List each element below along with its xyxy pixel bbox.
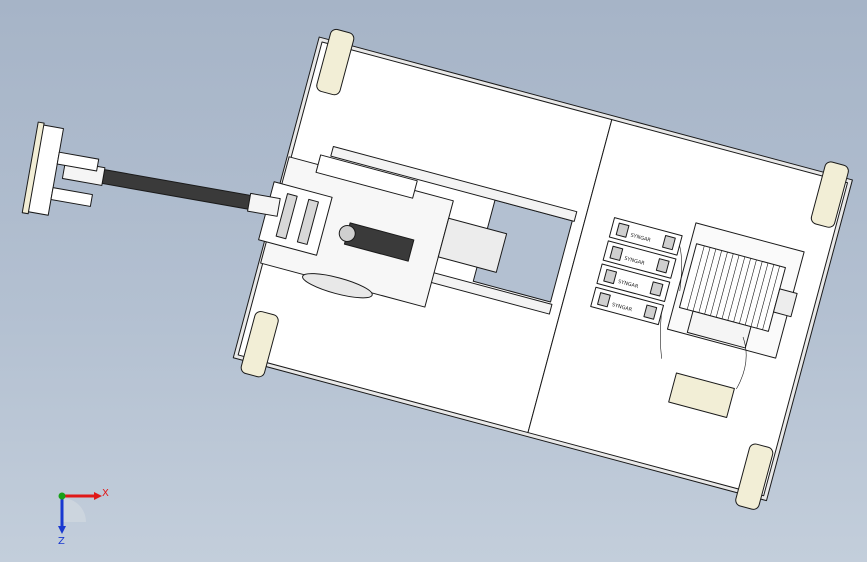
end-plate-arm[interactable]: [50, 187, 93, 207]
axis-triad: X Z: [58, 488, 109, 546]
motor-flange[interactable]: [686, 310, 752, 349]
shaft-end-fitting[interactable]: [247, 192, 281, 217]
upper-rail[interactable]: [330, 145, 578, 222]
mounting-pad-top-left[interactable]: [315, 28, 355, 96]
hydraulic-hose[interactable]: [730, 336, 753, 390]
y-axis-dot: [58, 492, 66, 500]
hydraulic-hose[interactable]: [668, 245, 691, 292]
valve-label: SYNGAR: [611, 302, 633, 313]
x-axis-head: [94, 492, 102, 500]
valve-label: SYNGAR: [623, 256, 645, 267]
valve-solenoid[interactable]: [615, 222, 630, 238]
clamp-jaw[interactable]: [275, 193, 298, 240]
mounting-pad-top-right[interactable]: [810, 161, 850, 229]
valve-bank[interactable]: SYNGAR SYNGAR SYNGAR SYNGAR: [590, 217, 683, 326]
carriage-top-plate[interactable]: [315, 154, 418, 199]
valve-solenoid[interactable]: [643, 304, 658, 320]
x-axis-label: X: [102, 488, 109, 499]
z-axis-label: Z: [58, 536, 65, 546]
gearbox[interactable]: [437, 217, 508, 273]
cylinder-cap[interactable]: [337, 224, 357, 244]
valve-label: SYNGAR: [630, 232, 652, 243]
end-plate-arm[interactable]: [56, 151, 100, 172]
motor-terminal-box[interactable]: [773, 288, 798, 318]
end-plate-edge[interactable]: [21, 121, 45, 215]
clamp-jaw[interactable]: [296, 198, 319, 245]
valve-solenoid[interactable]: [609, 245, 624, 261]
valve-solenoid[interactable]: [649, 281, 664, 297]
valve-solenoid[interactable]: [603, 268, 618, 285]
valve-solenoid[interactable]: [655, 258, 670, 274]
pump-unit[interactable]: [668, 372, 735, 418]
z-axis-head: [58, 526, 66, 534]
valve-solenoid[interactable]: [597, 292, 611, 308]
drive-shaft[interactable]: [101, 169, 253, 210]
carriage-roller[interactable]: [301, 269, 375, 303]
triad-shadow: [62, 498, 86, 522]
mounting-pad-bottom-left[interactable]: [240, 310, 280, 378]
motor-cooling-fins: [686, 245, 780, 330]
hydraulic-hose[interactable]: [650, 313, 673, 359]
valve-label: SYNGAR: [617, 279, 639, 290]
mounting-pad-bottom-right[interactable]: [734, 443, 774, 511]
valve-solenoid[interactable]: [662, 235, 676, 251]
